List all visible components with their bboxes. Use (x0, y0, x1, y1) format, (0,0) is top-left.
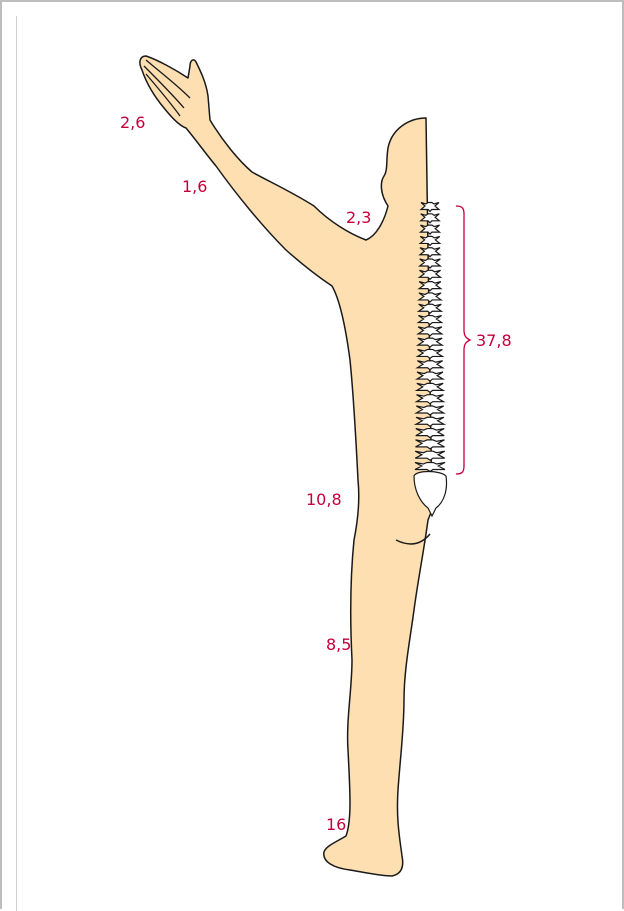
calf-label: 8,5 (326, 635, 351, 654)
foot-label: 16 (326, 815, 346, 834)
spine-bracket (456, 206, 470, 474)
neck-label: 2,3 (346, 208, 371, 227)
spine-label: 37,8 (476, 331, 512, 350)
hand-label: 2,6 (120, 113, 145, 132)
forearm-label: 1,6 (182, 177, 207, 196)
hip-label: 10,8 (306, 490, 342, 509)
